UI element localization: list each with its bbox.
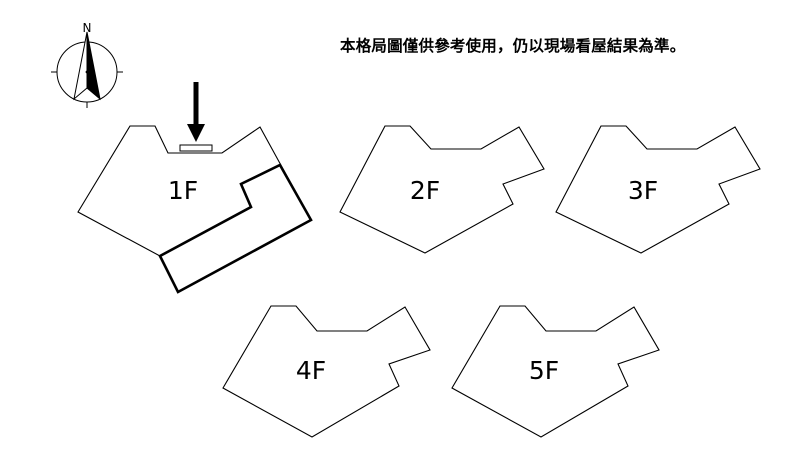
floor-outline-5f bbox=[451, 305, 660, 438]
highlighted-unit-1f bbox=[158, 163, 313, 294]
compass-north-label: N bbox=[83, 21, 92, 35]
north-arrow-left-half bbox=[73, 31, 88, 101]
floor-plan-5f: 5F bbox=[451, 305, 660, 438]
floor-label-4f: 4F bbox=[296, 356, 326, 385]
floor-label-1f: 1F bbox=[168, 176, 198, 205]
entrance-door bbox=[179, 144, 213, 152]
floor-plan-4f: 4F bbox=[222, 305, 431, 438]
floor-plan-2f: 2F bbox=[339, 125, 545, 254]
floor-label-5f: 5F bbox=[529, 356, 559, 385]
floor-plan-3f: 3F bbox=[555, 125, 761, 254]
compass-center bbox=[85, 70, 89, 74]
floor-label-3f: 3F bbox=[628, 176, 658, 205]
floor-outline-3f bbox=[555, 125, 761, 254]
disclaimer-text: 本格局圖僅供參考使用，仍以現場看屋結果為準。 bbox=[340, 37, 686, 55]
compass: N bbox=[51, 21, 123, 108]
floor-outline-2f bbox=[339, 125, 545, 254]
floor-plan-1f: 1F bbox=[77, 125, 313, 294]
floor-label-2f: 2F bbox=[410, 176, 440, 205]
north-arrow-right-half bbox=[86, 31, 101, 101]
floor-outline-4f bbox=[222, 305, 431, 438]
down-arrow-icon bbox=[187, 82, 205, 142]
